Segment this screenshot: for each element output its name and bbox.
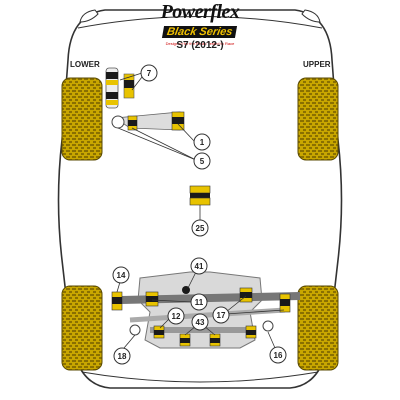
callout-41: 41 (190, 257, 208, 275)
brand-series: Black Series (162, 26, 238, 38)
brand-logo: Powerflex Black Series Designed for the … (148, 2, 252, 46)
windscreen-line (77, 16, 323, 29)
svg-text:12: 12 (172, 312, 181, 321)
rear-right-tyre (297, 285, 339, 371)
callouts: 7 1 5 25 14 41 11 12 43 17 18 16 (112, 64, 287, 365)
lower-label: LOWER (70, 60, 100, 69)
svg-text:25: 25 (196, 224, 205, 233)
svg-text:5: 5 (200, 157, 205, 166)
callout-12: 12 (167, 307, 185, 325)
left-mirror (79, 9, 99, 23)
svg-text:18: 18 (118, 352, 127, 361)
callout-18: 18 (113, 347, 131, 365)
svg-text:11: 11 (195, 298, 204, 307)
upper-label: UPPER (303, 60, 331, 69)
svg-text:1: 1 (200, 138, 205, 147)
svg-text:16: 16 (274, 351, 283, 360)
svg-text:14: 14 (117, 271, 126, 280)
gearbox-mount (189, 185, 211, 206)
svg-text:41: 41 (195, 262, 204, 271)
right-mirror (301, 9, 321, 23)
rear-left-tyre (61, 285, 103, 371)
svg-text:17: 17 (217, 311, 226, 320)
rear-window-line (81, 371, 319, 383)
callout-14: 14 (112, 266, 130, 284)
callout-25: 25 (191, 219, 209, 237)
brand-tagline: Designed for the Best • Tested to Race (165, 41, 235, 46)
callout-43: 43 (191, 313, 209, 331)
model-title: S7 (2012-) (176, 40, 224, 51)
callout-11: 11 (190, 293, 208, 311)
callout-17: 17 (212, 306, 230, 324)
lower-arm (111, 111, 185, 131)
leader-lines (116, 72, 285, 349)
callout-5: 5 (193, 152, 211, 170)
brand-name: Powerflex (160, 1, 240, 23)
callout-7: 7 (140, 64, 158, 82)
callout-1: 1 (193, 133, 211, 151)
rear-bushes (111, 286, 291, 347)
upper-arm-bushes (105, 67, 135, 109)
front-left-tyre (61, 77, 103, 161)
svg-text:7: 7 (147, 69, 152, 78)
callout-16: 16 (269, 346, 287, 364)
svg-text:43: 43 (196, 318, 205, 327)
front-right-tyre (297, 77, 339, 161)
